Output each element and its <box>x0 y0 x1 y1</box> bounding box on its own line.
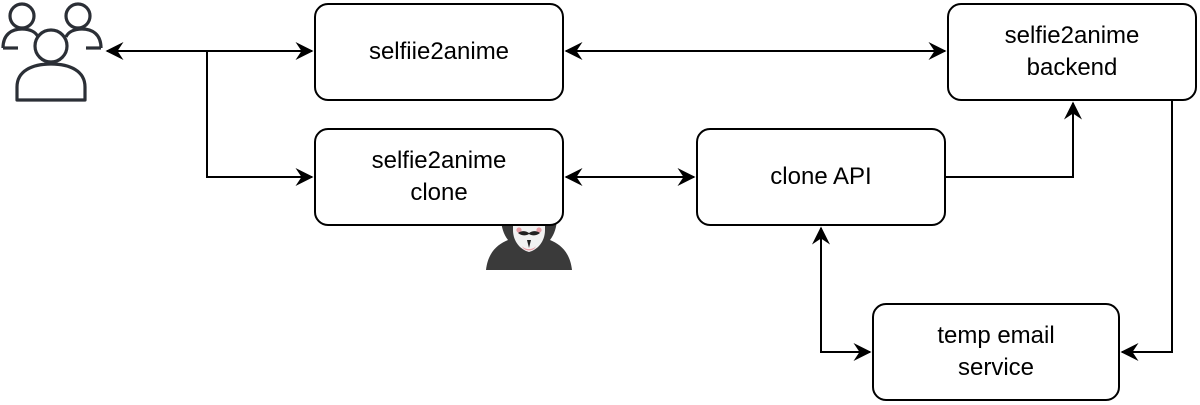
edge-cloneapi-backend <box>946 101 1082 178</box>
edge-backend-tempemail <box>1120 101 1173 361</box>
node-clone-api: clone API <box>696 128 946 226</box>
edge-users-clone <box>206 51 314 186</box>
node-selfiie2anime: selfiie2anime <box>314 3 564 101</box>
node-selfie2anime-backend: selfie2anime backend <box>947 3 1197 101</box>
node-label: selfiie2anime <box>368 37 510 65</box>
node-label: selfie2anime clone <box>371 146 507 206</box>
node-label: temp email service <box>937 321 1055 381</box>
node-label: selfie2anime backend <box>1004 21 1140 81</box>
edge-cloneapi-tempemail <box>812 226 872 361</box>
node-label: clone API <box>770 162 872 190</box>
node-selfie2anime-clone: selfie2anime clone <box>314 128 564 226</box>
node-temp-email-service: temp email service <box>872 303 1120 401</box>
users-icon <box>1 2 103 102</box>
